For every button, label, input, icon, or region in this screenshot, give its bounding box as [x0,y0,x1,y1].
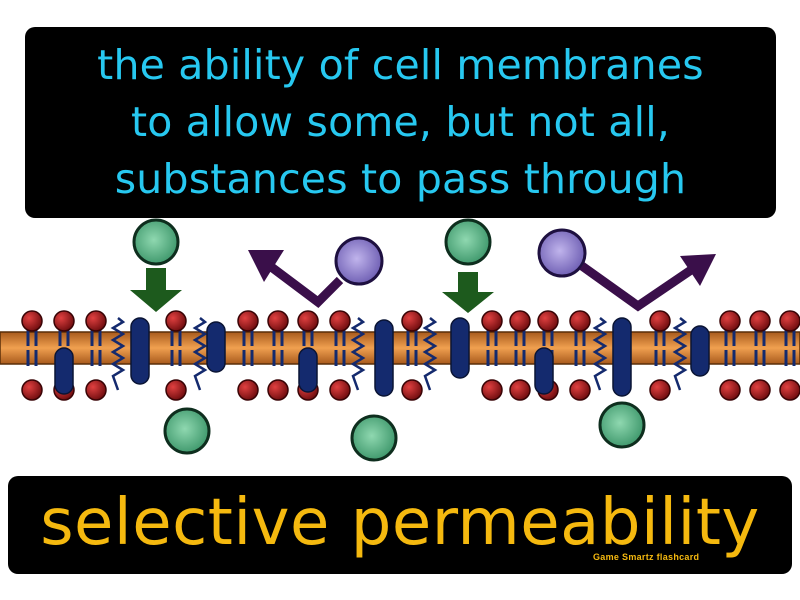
passing-molecule-icon [350,414,398,462]
membrane-protein [450,317,470,379]
membrane-protein [54,347,74,395]
blocked-molecule-icon [334,236,384,286]
phospholipid [509,310,531,401]
phospholipid [329,310,351,401]
phospholipid-head [569,310,591,332]
membrane-protein [690,325,710,377]
membrane-protein [298,347,318,393]
phospholipid-head [53,310,75,332]
phospholipid-head [537,310,559,332]
phospholipid-head [719,310,741,332]
definition-line: to allow some, but not all, [130,98,671,146]
cholesterol-chain [192,317,208,391]
cholesterol-chain [422,317,438,391]
phospholipid-head [509,310,531,332]
phospholipid [237,310,259,401]
passing-molecule-icon [598,401,646,449]
passing-molecule-icon [163,407,211,455]
protein-channels [54,317,710,397]
phospholipid-head [719,379,741,401]
cholesterol-chain [110,317,126,391]
phospholipid [21,310,43,401]
deflect-arrow-icon [248,250,344,308]
phospholipid-head [749,379,771,401]
credit-label: Game Smartz flashcard [593,552,700,562]
phospholipid-head [649,379,671,401]
phospholipid [649,310,671,401]
cholesterol-chain [592,317,608,391]
phospholipid-head [401,379,423,401]
phospholipid-head [329,379,351,401]
phospholipid-head [297,310,319,332]
definition-line: the ability of cell membranes [97,41,704,89]
phospholipid [749,310,771,401]
phospholipid-head [165,379,187,401]
passing-molecule-icon [444,218,492,266]
phospholipid-head [237,310,259,332]
phospholipid-head [21,310,43,332]
phospholipid [85,310,107,401]
term-panel: selective permeability [8,476,792,574]
phospholipid-head [267,379,289,401]
phospholipid-head [237,379,259,401]
phospholipid-head [569,379,591,401]
phospholipid-head [649,310,671,332]
phospholipid-head [85,379,107,401]
deflect-arrow-icon [579,254,716,312]
phospholipid [779,310,800,401]
phospholipid-head [329,310,351,332]
membrane-protein [612,317,632,397]
phospholipid-head [85,310,107,332]
phospholipid-layer [21,310,800,401]
membrane-protein [374,319,394,397]
phospholipid [267,310,289,401]
blocked-molecule-icon [537,228,587,278]
down-arrow-icon [130,268,182,312]
definition-panel: the ability of cell membranes to allow s… [25,27,776,218]
definition-line: substances to pass through [114,155,687,203]
phospholipid-head [21,379,43,401]
cholesterol-chain [350,317,366,391]
membrane-protein [130,317,150,385]
phospholipid [481,310,503,401]
phospholipid [719,310,741,401]
down-arrow-icon [442,272,494,313]
phospholipid-head [165,310,187,332]
phospholipid-head [401,310,423,332]
phospholipid-head [509,379,531,401]
phospholipid-head [267,310,289,332]
term-title: selective permeability [40,486,760,560]
membrane-protein [534,347,554,395]
passing-molecule-icon [132,218,180,266]
phospholipid-head [779,379,800,401]
phospholipid-head [481,310,503,332]
phospholipid [401,310,423,401]
phospholipid-head [749,310,771,332]
phospholipid-head [481,379,503,401]
phospholipid-head [779,310,800,332]
cholesterol-chain [672,317,688,391]
phospholipid [165,310,187,401]
membrane-protein [206,321,226,373]
phospholipid [569,310,591,401]
